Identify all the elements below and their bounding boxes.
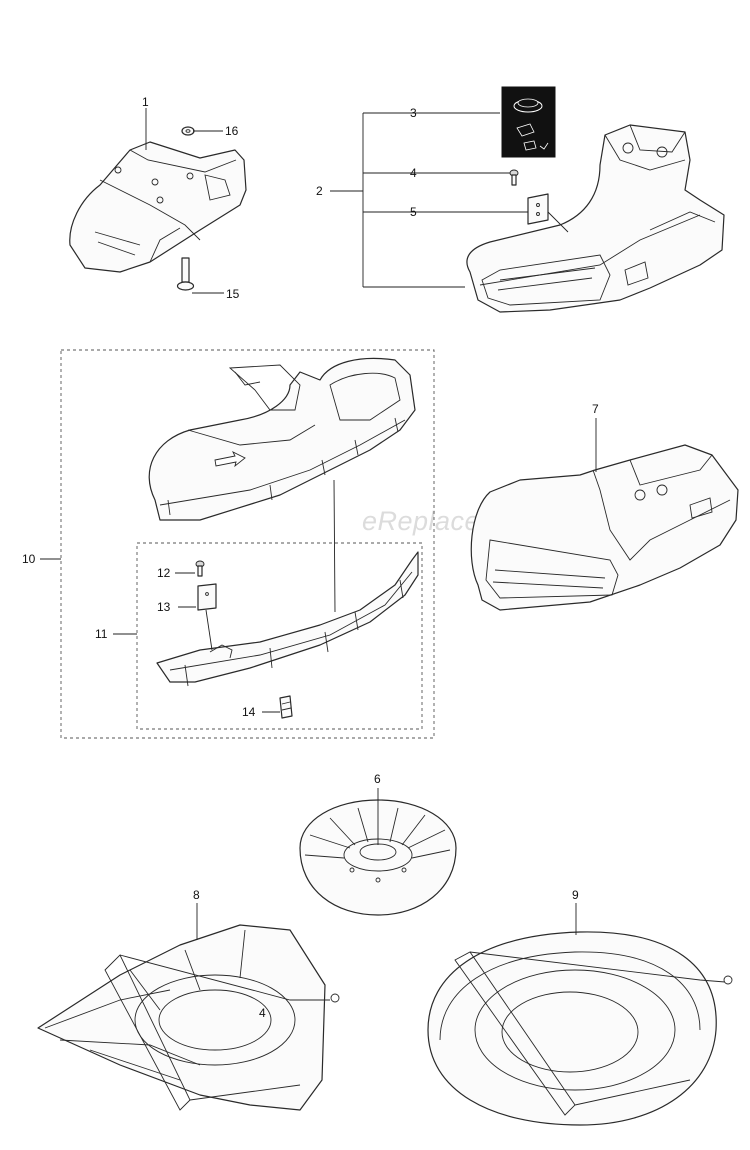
callout-15: 15 (226, 287, 240, 301)
callout-8: 8 (193, 888, 200, 902)
callout-1: 1 (142, 95, 149, 109)
part-10-guard[interactable] (148, 357, 416, 521)
part-13-plate[interactable] (197, 583, 217, 611)
kit-10-box (60, 349, 435, 739)
part-2-guard-assembly[interactable] (466, 124, 725, 313)
part-8-cage-guard[interactable] (37, 924, 340, 1111)
part-9-cage-guard[interactable] (427, 931, 733, 1126)
part-12-screw[interactable] (195, 560, 205, 577)
kit-11-box (136, 542, 423, 730)
callout-13: 13 (157, 600, 171, 614)
part-5-plate[interactable] (527, 193, 549, 225)
part-7-cover[interactable] (470, 444, 739, 611)
part-14-clip[interactable] (279, 695, 293, 719)
callout-4: 4 (410, 166, 417, 180)
callout-4-cage: 4 (259, 1006, 266, 1020)
bolt-15[interactable] (176, 257, 195, 291)
callout-5: 5 (410, 205, 417, 219)
callout-6: 6 (374, 772, 381, 786)
callout-10: 10 (22, 552, 36, 566)
callout-3: 3 (410, 106, 417, 120)
part-3-nut-kit[interactable] (501, 86, 556, 158)
callout-14: 14 (242, 705, 256, 719)
callout-11: 11 (95, 627, 108, 641)
callout-9: 9 (572, 888, 579, 902)
callout-2: 2 (316, 184, 323, 198)
part-6-cup[interactable] (299, 799, 457, 916)
callout-7: 7 (592, 402, 599, 416)
callout-12: 12 (157, 566, 171, 580)
washer-16[interactable] (181, 126, 195, 136)
callout-16: 16 (225, 124, 239, 138)
part-4-screw[interactable] (509, 169, 519, 186)
part-11-strip[interactable] (156, 551, 419, 687)
part-1-guard[interactable] (69, 141, 247, 273)
